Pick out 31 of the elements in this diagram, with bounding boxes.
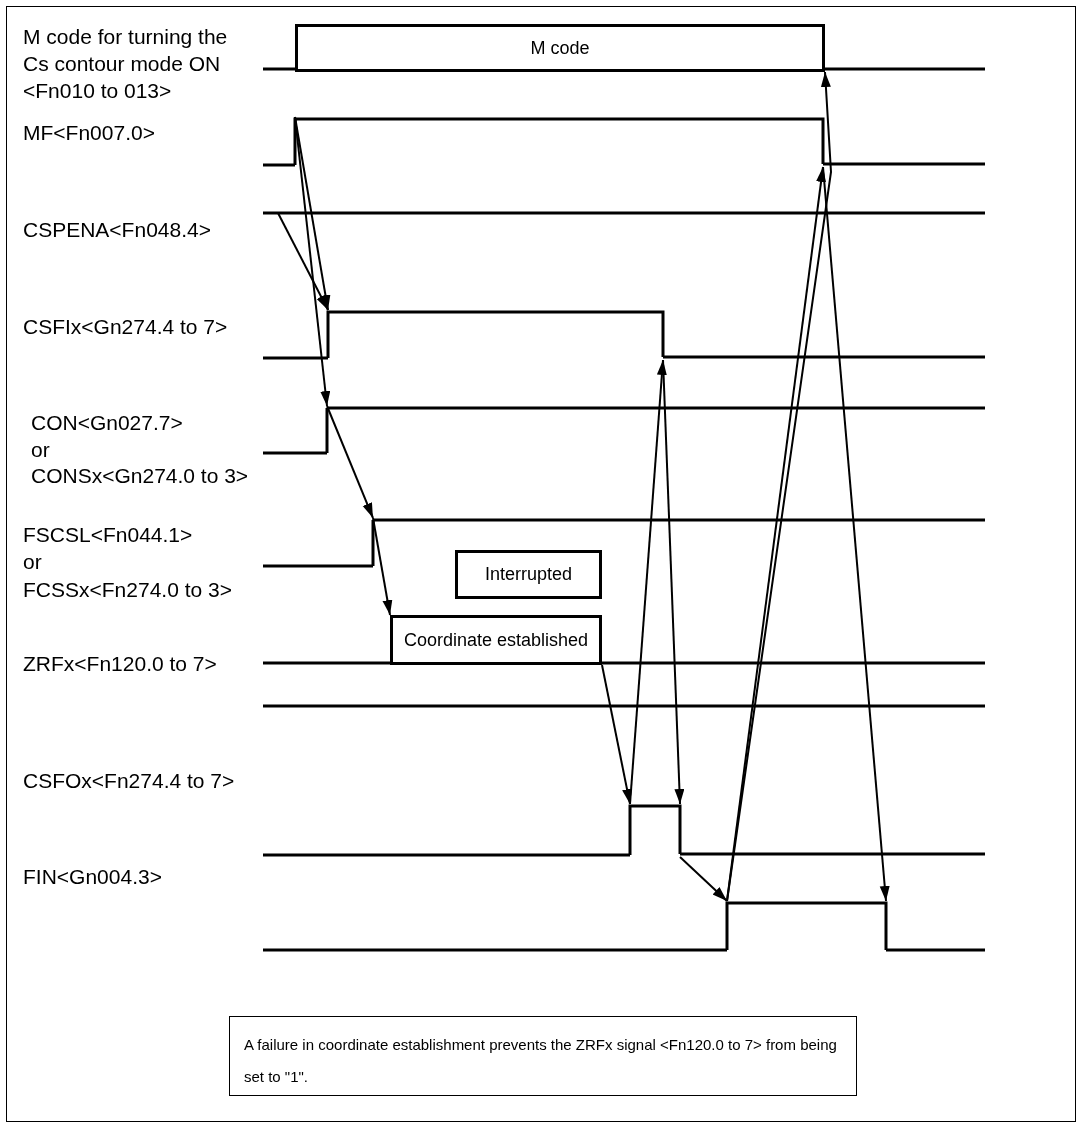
signal-waveform — [293, 117, 825, 167]
signal-waveform — [326, 310, 665, 360]
signal-name: CONSx<Gn274.0 to 3> — [31, 463, 249, 489]
arrow — [601, 664, 632, 805]
signal-name: FSCSL<Fn044.1> — [23, 522, 193, 548]
signal-name: CSPENA<Fn048.4> — [23, 217, 211, 243]
signal-waveform — [725, 901, 888, 952]
signal-waveform — [371, 518, 375, 568]
arrow — [277, 212, 329, 311]
signal-value-box: M code — [295, 24, 825, 72]
signal-name: or — [23, 549, 42, 575]
signal-name: FCSSx<Fn274.0 to 3> — [23, 577, 232, 603]
signal-name: CSFOx<Fn274.4 to 7> — [23, 768, 235, 794]
arrow — [294, 116, 331, 407]
arrow — [662, 359, 685, 805]
state-box: Interrupted — [455, 550, 602, 599]
signal-name: MF<Fn007.0> — [23, 120, 155, 146]
signal-name: or — [31, 437, 50, 463]
signal-name: M code for turning the Cs contour mode ON <Fn010 to 013> — [23, 24, 229, 104]
arrow — [326, 405, 374, 519]
arrow — [372, 517, 393, 616]
arrow — [822, 166, 890, 902]
signal-waveform — [325, 406, 329, 455]
state-box: Coordinate established — [390, 615, 602, 665]
signal-name: ZRFx<Fn120.0 to 7> — [23, 651, 217, 677]
note-box: A failure in coordinate establishment prevents the ZRFx signal <Fn120.0 to 7> from being set to "1". — [229, 1016, 857, 1096]
signal-waveform — [628, 804, 682, 857]
signal-name: CON<Gn027.7> — [31, 410, 183, 436]
arrow — [679, 856, 728, 902]
signal-name: FIN<Gn004.3> — [23, 864, 162, 890]
signal-name: CSFIx<Gn274.4 to 7> — [23, 314, 228, 340]
